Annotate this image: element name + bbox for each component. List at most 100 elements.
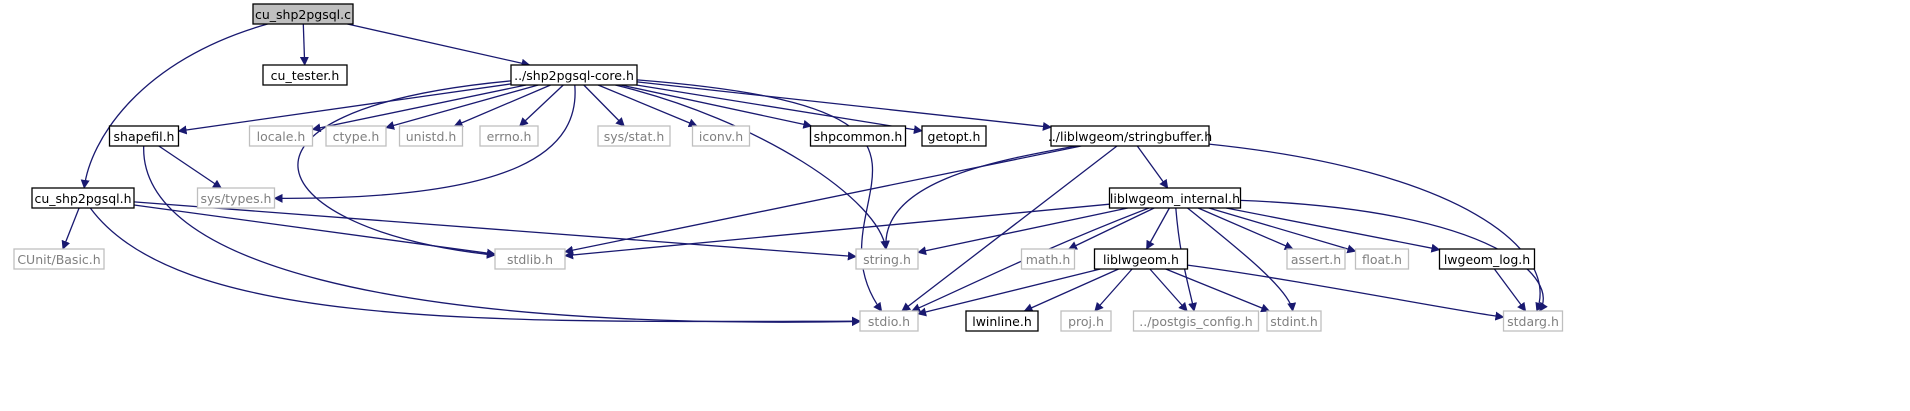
edge-stringbuffer-h-to-stdio-h [901, 145, 1118, 312]
node-box [510, 64, 638, 86]
node-box [13, 248, 105, 270]
edge-liblwgeom-h-to-stdio-h [917, 268, 1101, 317]
node-label: stdlib.h [507, 252, 553, 267]
node-locale-h: locale.h [248, 125, 314, 147]
node-label: ../shp2pgsql-core.h [514, 68, 634, 83]
node-box [809, 125, 907, 147]
edge-liblwgeom-h-to-stdarg-h [1187, 264, 1505, 321]
node-liblwgeom-internal-h[interactable]: liblwgeom_internal.h [1108, 187, 1242, 209]
node-label: stdint.h [1270, 314, 1318, 329]
node-unistd-h: unistd.h [398, 125, 464, 147]
node-stdlib-h: stdlib.h [494, 248, 566, 270]
edge-liblwgeom-internal-h-to-float-h [1208, 207, 1357, 254]
node-box [1050, 125, 1210, 147]
node-label: liblwgeom.h [1103, 252, 1179, 267]
node-box [1286, 248, 1346, 270]
node-cu-tester-h[interactable]: cu_tester.h [262, 64, 348, 86]
node-label: shapefil.h [114, 129, 175, 144]
node-label: math.h [1026, 252, 1071, 267]
edge-cu-shp2pgsql-c-to-shp2pgsql-core-h [347, 23, 531, 68]
node-lwinline-h[interactable]: lwinline.h [965, 310, 1039, 332]
edge-shp2pgsql-core-h-to-unistd-h [453, 84, 551, 127]
node-shp2pgsql-core-h[interactable]: ../shp2pgsql-core.h [510, 64, 638, 86]
node-box [1438, 248, 1536, 270]
node-box [1060, 310, 1112, 332]
node-label: cu_tester.h [271, 68, 340, 83]
edge-shapefil-h-to-sys-types-h [158, 145, 222, 189]
node-stdio-h: stdio.h [859, 310, 919, 332]
node-stringbuffer-h[interactable]: ../liblwgeom/stringbuffer.h [1048, 125, 1212, 147]
node-box [31, 187, 135, 209]
edge-lwgeom-log-h-to-stdarg-h [1493, 268, 1527, 312]
node-cunit-basic-h: CUnit/Basic.h [13, 248, 105, 270]
node-box [1093, 248, 1189, 270]
node-getopt-h[interactable]: getopt.h [921, 125, 987, 147]
edge-shp2pgsql-core-h-to-string-h [615, 84, 890, 250]
node-float-h: float.h [1354, 248, 1410, 270]
node-proj-h: proj.h [1060, 310, 1112, 332]
edge-stringbuffer-h-to-liblwgeom-internal-h [1136, 145, 1169, 189]
node-box [1108, 187, 1242, 209]
node-label: sys/types.h [201, 191, 272, 206]
node-iconv-h: iconv.h [691, 125, 751, 147]
node-stdint-h: stdint.h [1266, 310, 1322, 332]
edge-shp2pgsql-core-h-to-iconv-h [597, 84, 698, 128]
node-ctype-h: ctype.h [325, 125, 387, 147]
edges-layer [61, 23, 1548, 327]
node-label: stdarg.h [1507, 314, 1559, 329]
edge-shp2pgsql-core-h-to-shapefil-h [177, 83, 512, 135]
edge-shp2pgsql-core-h-to-stdlib-h [297, 80, 512, 259]
node-cu-shp2pgsql-c[interactable]: cu_shp2pgsql.c [252, 3, 354, 25]
node-box [494, 248, 566, 270]
edge-liblwgeom-internal-h-to-liblwgeom-h [1146, 207, 1170, 250]
node-box [196, 187, 276, 209]
edge-cu-shp2pgsql-h-to-stdlib-h [133, 204, 496, 258]
node-label: assert.h [1291, 252, 1341, 267]
node-box [108, 125, 180, 147]
node-label: lwgeom_log.h [1444, 252, 1530, 267]
node-assert-h: assert.h [1286, 248, 1346, 270]
node-box [479, 125, 539, 147]
edge-shp2pgsql-core-h-to-stringbuffer-h [636, 81, 1052, 131]
node-box [398, 125, 464, 147]
node-stdarg-h: stdarg.h [1502, 310, 1564, 332]
node-box [859, 310, 919, 332]
node-box [855, 248, 919, 270]
edge-liblwgeom-internal-h-to-stdlib-h [564, 203, 1110, 260]
node-label: getopt.h [928, 129, 981, 144]
node-lwgeom-log-h[interactable]: lwgeom_log.h [1438, 248, 1536, 270]
node-label: iconv.h [699, 129, 743, 144]
node-label: lwinline.h [972, 314, 1032, 329]
node-box [921, 125, 987, 147]
node-label: shpcommon.h [814, 129, 903, 144]
node-box [252, 3, 354, 25]
edge-cu-shp2pgsql-h-to-cunit-basic-h [61, 207, 80, 250]
nodes-layer: cu_shp2pgsql.c cu_tester.h ../shp2pgsql-co… [13, 3, 1564, 332]
node-box [597, 125, 671, 147]
node-label: proj.h [1068, 314, 1104, 329]
edge-cu-shp2pgsql-c-to-cu-shp2pgsql-h [80, 23, 268, 189]
node-box [1354, 248, 1410, 270]
node-sys-types-h: sys/types.h [196, 187, 276, 209]
node-label: stdio.h [868, 314, 910, 329]
node-cu-shp2pgsql-h[interactable]: cu_shp2pgsql.h [31, 187, 135, 209]
node-label: sys/stat.h [604, 129, 665, 144]
edge-stringbuffer-h-to-stdarg-h [1208, 143, 1544, 312]
node-string-h: string.h [855, 248, 919, 270]
node-liblwgeom-h[interactable]: liblwgeom.h [1093, 248, 1189, 270]
node-label: cu_shp2pgsql.c [255, 7, 351, 22]
edge-liblwgeom-h-to-postgis-config-h [1149, 268, 1188, 312]
edge-liblwgeom-h-to-stdint-h [1165, 268, 1271, 313]
edge-liblwgeom-internal-h-to-lwgeom-log-h [1225, 207, 1441, 253]
edge-shp2pgsql-core-h-to-ctype-h [385, 84, 539, 130]
edge-cu-shp2pgsql-h-to-stdio-h [89, 207, 861, 326]
node-shapefil-h[interactable]: shapefil.h [108, 125, 180, 147]
edge-stringbuffer-h-to-string-h [880, 145, 1076, 250]
node-shpcommon-h[interactable]: shpcommon.h [809, 125, 907, 147]
edge-liblwgeom-internal-h-to-postgis-config-h [1175, 207, 1197, 312]
node-label: ../postgis_config.h [1139, 314, 1252, 329]
edge-liblwgeom-internal-h-to-assert-h [1197, 207, 1294, 250]
edge-shp2pgsql-core-h-to-shpcommon-h [620, 84, 813, 129]
node-box [248, 125, 314, 147]
node-postgis-config-h: ../postgis_config.h [1132, 310, 1260, 332]
